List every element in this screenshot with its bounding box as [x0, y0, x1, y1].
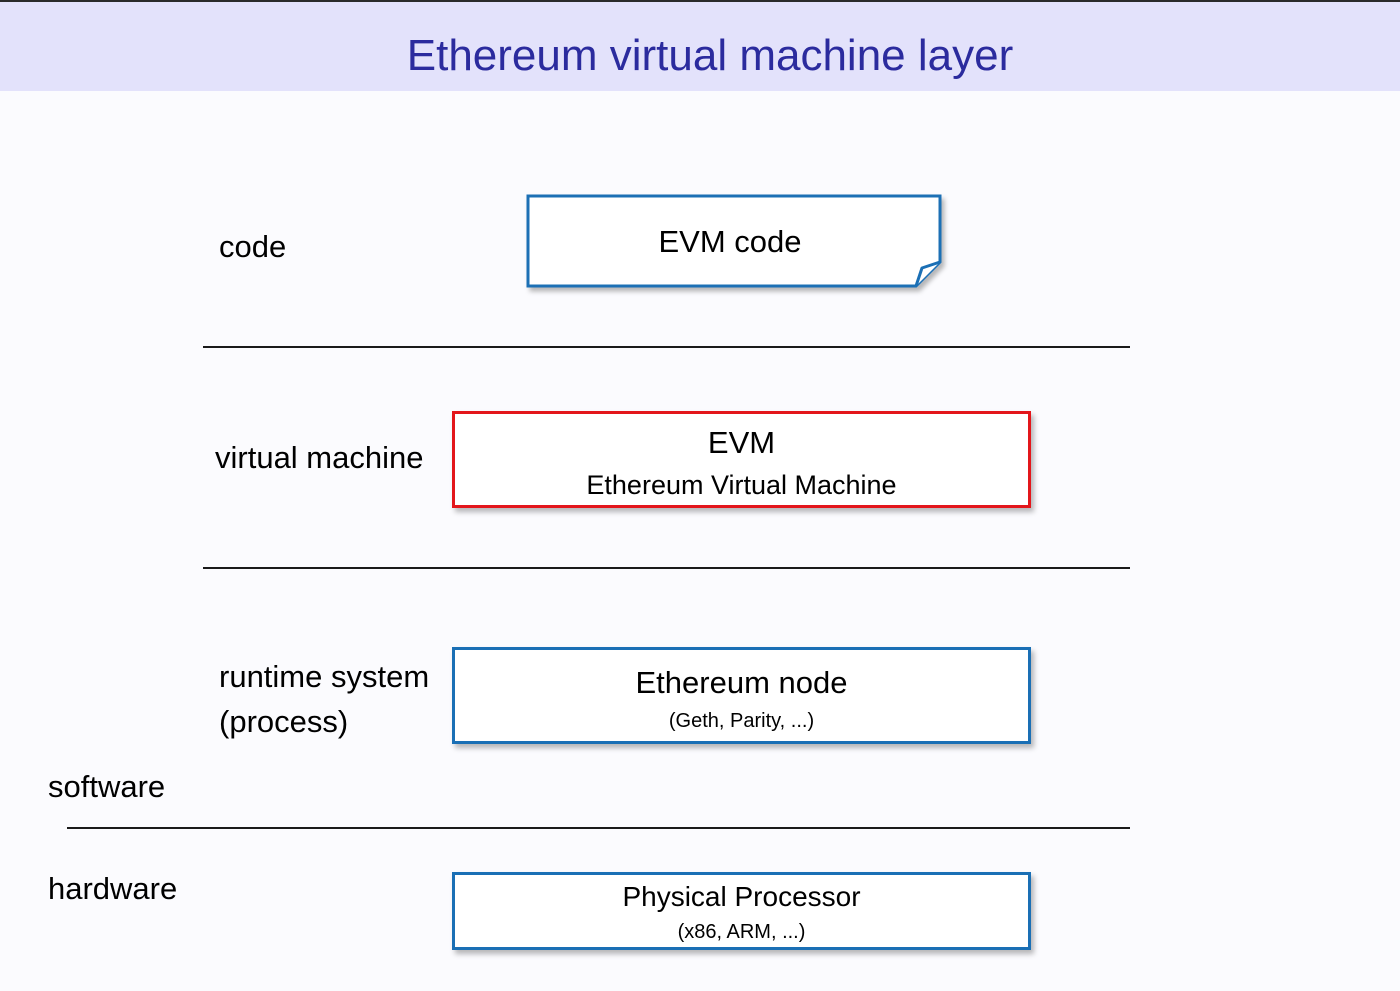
physical-processor-label: Physical Processor — [622, 881, 861, 912]
layer-label-code: code — [219, 229, 287, 264]
physical-processor-sublabel: (x86, ARM, ...) — [677, 921, 806, 943]
layer-label-virtual-machine: virtual machine — [215, 440, 424, 475]
ethereum-node-box: Ethereum node (Geth, Parity, ...) — [452, 647, 1031, 744]
divider-code-vm — [203, 346, 1130, 348]
layer-label-hardware: hardware — [48, 871, 178, 906]
ethereum-node-sublabel: (Geth, Parity, ...) — [668, 710, 815, 732]
evm-code-label: EVM code — [658, 224, 802, 259]
evm-box: EVM Ethereum Virtual Machine — [452, 411, 1031, 508]
divider-vm-runtime — [203, 567, 1130, 569]
top-rule — [0, 0, 1400, 2]
page-title: Ethereum virtual machine layer — [406, 31, 1014, 80]
title-bar — [0, 2, 1400, 91]
evm-sublabel: Ethereum Virtual Machine — [586, 470, 897, 500]
ethereum-node-label: Ethereum node — [635, 665, 848, 700]
divider-software-hardware — [67, 827, 1130, 829]
layer-label-process: (process) — [219, 704, 349, 739]
layer-label-runtime-system: runtime system — [219, 659, 430, 694]
evm-label: EVM — [707, 425, 776, 460]
layer-label-software: software — [48, 769, 166, 804]
physical-processor-box: Physical Processor (x86, ARM, ...) — [452, 872, 1031, 950]
evm-code-note — [526, 194, 942, 288]
